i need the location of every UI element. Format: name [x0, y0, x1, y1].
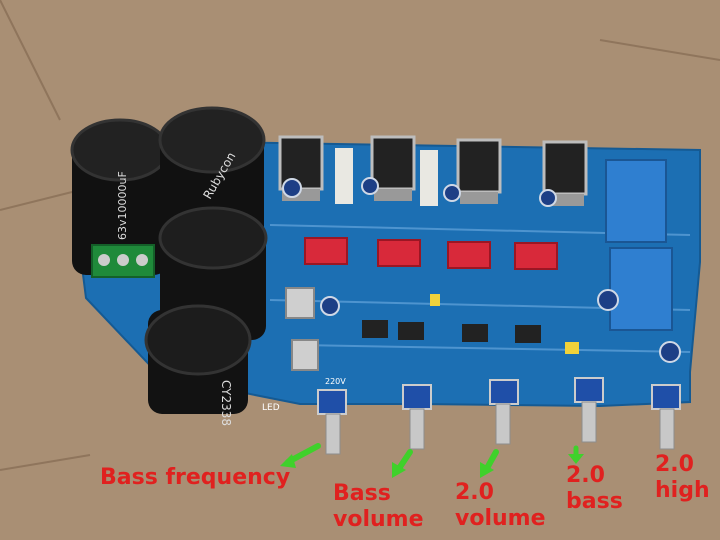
film-capacitor	[377, 239, 421, 267]
op-amp-chip	[362, 320, 388, 338]
label-2-0-bass: 2.0 bass	[566, 463, 623, 515]
potentiometer	[317, 389, 347, 455]
voltage-label: 220V	[325, 377, 346, 386]
film-capacitor	[447, 241, 491, 269]
small-capacitor	[597, 289, 619, 311]
op-amp-chip	[398, 322, 424, 340]
led-label: LED	[262, 403, 280, 413]
small-capacitor	[659, 341, 681, 363]
voltage-regulator	[285, 287, 315, 319]
relay	[609, 247, 673, 331]
label-bass-volume: Bass volume	[333, 481, 424, 533]
small-capacitor	[282, 178, 302, 198]
filter-capacitor: 63v10000uF	[70, 118, 170, 275]
potentiometer	[489, 379, 519, 445]
relay	[605, 159, 667, 243]
arrow-icon	[568, 445, 584, 464]
power-ic	[370, 135, 416, 201]
voltage-regulator	[291, 339, 319, 371]
label-bass-volume-line1: Bass	[333, 481, 391, 506]
small-capacitor	[443, 184, 461, 202]
terminal-block	[91, 244, 155, 278]
arrow-icon	[392, 449, 413, 478]
label-2-0-volume: 2.0 volume	[455, 480, 546, 532]
ceramic-capacitor	[430, 294, 440, 306]
heatsink-bar	[335, 148, 353, 204]
label-2-0-volume-line1: 2.0	[455, 480, 494, 505]
label-bass-frequency-text: Bass frequency	[100, 465, 291, 490]
small-capacitor	[539, 189, 557, 207]
potentiometer	[651, 384, 681, 450]
label-2-0-bass-line1: 2.0	[566, 463, 605, 488]
label-2-0-high-line2: high	[655, 478, 710, 503]
cardboard-creases	[0, 0, 720, 471]
label-2-0-high-line1: 2.0	[655, 452, 694, 477]
small-capacitor	[361, 177, 379, 195]
arrow-icon	[280, 443, 321, 468]
power-ic	[456, 138, 502, 204]
label-bass-frequency: Bass frequency	[100, 465, 290, 491]
potentiometer	[402, 384, 432, 450]
label-2-0-volume-line2: volume	[455, 506, 546, 531]
op-amp-chip	[515, 325, 541, 343]
capacitor-rating: 63v10000uF	[116, 171, 129, 240]
potentiometer	[574, 377, 604, 443]
film-capacitor	[304, 237, 348, 265]
capacitor-rating: CY2338	[219, 380, 233, 426]
power-ic	[542, 140, 588, 206]
label-2-0-high: 2.0 high	[655, 452, 710, 504]
power-ic	[278, 135, 324, 201]
ceramic-capacitor	[565, 342, 579, 354]
heatsink-bar	[420, 150, 438, 206]
film-capacitor	[514, 242, 558, 270]
label-bass-volume-line2: volume	[333, 507, 424, 532]
small-capacitor	[320, 296, 340, 316]
op-amp-chip	[462, 324, 488, 342]
arrow-icon	[480, 449, 499, 478]
filter-capacitor: CY2338	[144, 304, 252, 426]
label-2-0-bass-line2: bass	[566, 489, 623, 514]
